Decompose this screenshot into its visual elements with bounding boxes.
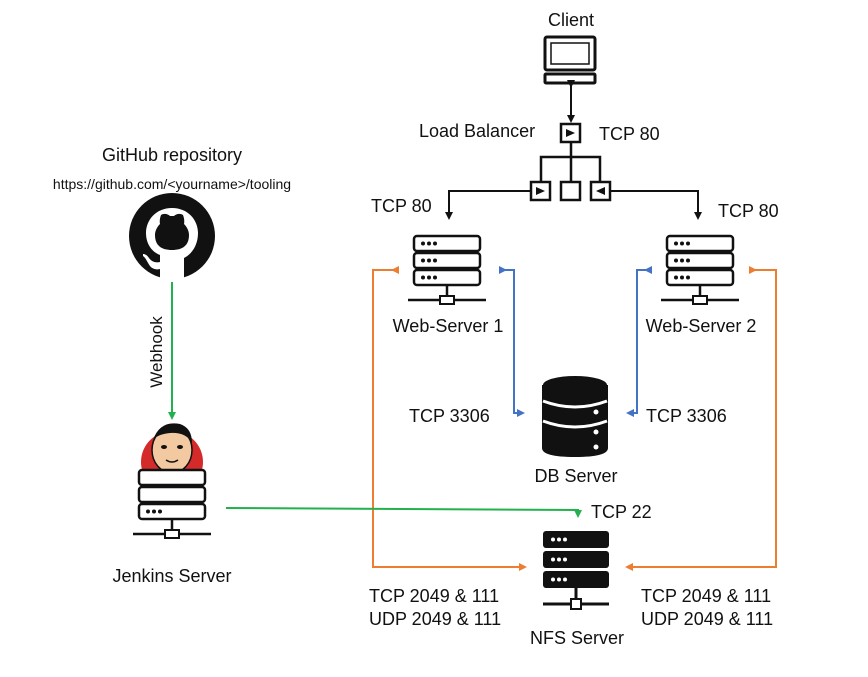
- nfs-right-udp-label: UDP 2049 & 111: [641, 609, 774, 629]
- client-label: Client: [547, 10, 595, 30]
- web1-db-link: [499, 266, 525, 417]
- web-server-2-label: Web-Server 2: [645, 316, 757, 336]
- db-server-label: DB Server: [534, 466, 618, 486]
- github-url-label[interactable]: https://github.com/<yourname>/tooling: [52, 176, 292, 192]
- nfs-right-tcp-label: TCP 2049 & 111: [641, 586, 772, 606]
- webhook-label: Webhook: [147, 316, 166, 388]
- web1-nfs-link: [372, 266, 527, 571]
- server-icon: [543, 531, 609, 610]
- web2-nfs-link: [625, 266, 777, 571]
- nfs-left-udp-label: UDP 2049 & 111: [369, 609, 502, 629]
- nfs-server-label: NFS Server: [529, 628, 625, 648]
- github-icon: [129, 193, 215, 279]
- db-port-right-label: TCP 3306: [646, 406, 727, 426]
- web1-port-label: TCP 80: [371, 196, 432, 216]
- lb-port-label: TCP 80: [599, 124, 660, 144]
- web-server-1-label: Web-Server 1: [392, 316, 504, 336]
- nfs-left-tcp-label: TCP 2049 & 111: [369, 586, 500, 606]
- db-port-left-label: TCP 3306: [409, 406, 490, 426]
- web2-port-label: TCP 80: [718, 201, 779, 221]
- github-title-label: GitHub repository: [101, 145, 243, 165]
- server-icon: [408, 234, 486, 305]
- database-icon: [542, 376, 608, 458]
- jenkins-nfs-link: [225, 507, 582, 518]
- server-icon: [133, 468, 211, 539]
- load-balancer-label: Load Balancer: [419, 121, 536, 141]
- jenkins-server-label: Jenkins Server: [112, 566, 232, 586]
- web2-db-link: [626, 266, 652, 417]
- lb-web1-link: [445, 190, 531, 220]
- lb-web2-link: [610, 190, 702, 220]
- computer-icon: [543, 35, 597, 85]
- nfs-ssh-port-label: TCP 22: [591, 502, 652, 522]
- load-balancer-icon: [529, 122, 612, 202]
- server-icon: [661, 234, 739, 305]
